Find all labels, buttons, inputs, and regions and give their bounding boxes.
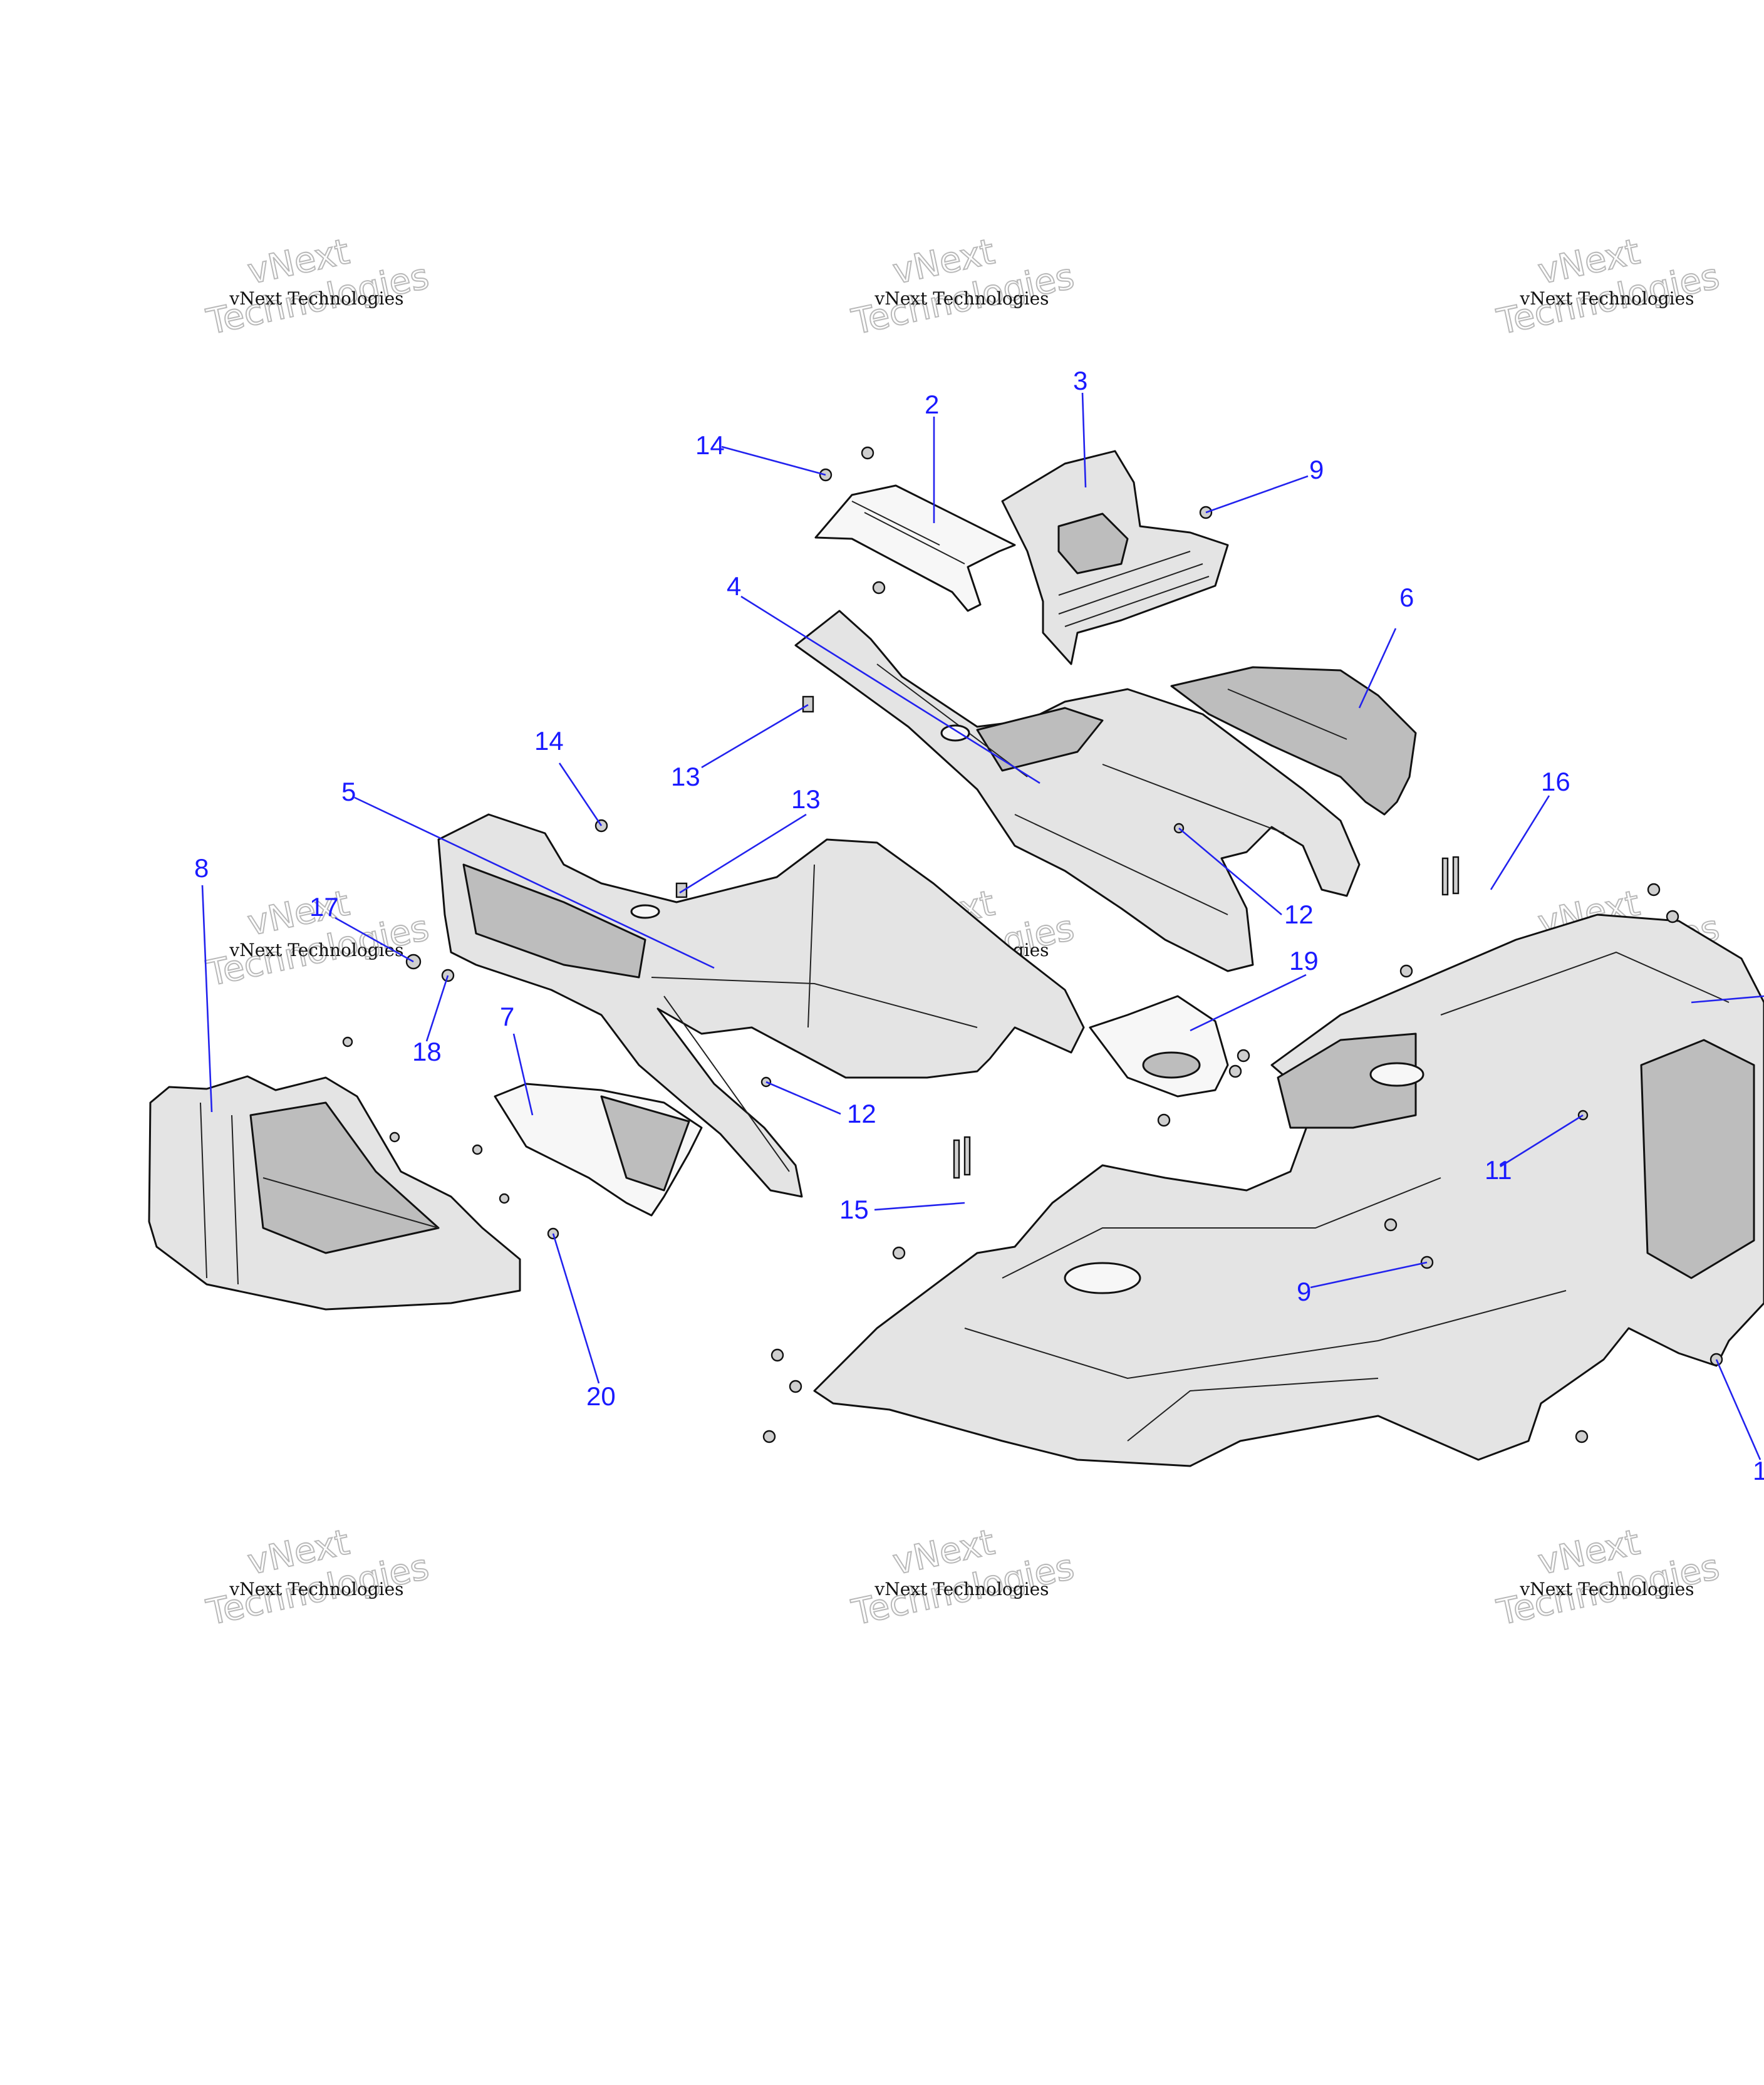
watermark-top-center: vNext Technologies vNext Technologies (848, 231, 1078, 343)
part-8-left-side-panel (148, 1075, 521, 1311)
fastener-right-c (1399, 964, 1413, 978)
callout-4: 4 (727, 571, 741, 601)
callout-3: 3 (1073, 366, 1087, 395)
callout-20: 20 (586, 1381, 616, 1411)
fastener-13-clip-mid (675, 882, 688, 898)
fastener-under-cover (872, 581, 886, 595)
callout-19: 19 (1289, 946, 1319, 975)
callout-14-mid: 14 (534, 726, 564, 756)
callout-labels: 2 3 4 5 6 7 8 9 9 11 12 12 13 13 14 14 1… (194, 366, 1764, 1485)
fastener-body-d (770, 1348, 784, 1362)
fastener-15-pin-a (953, 1139, 960, 1179)
part-6-side-panel (1170, 666, 1417, 816)
callout-18: 18 (412, 1037, 442, 1066)
callout-8: 8 (194, 853, 209, 883)
svg-text:vNext Technologies: vNext Technologies (874, 288, 1049, 309)
part-1-front-body (813, 913, 1764, 1467)
callout-6: 6 (1399, 583, 1414, 612)
callout-9-bottom: 9 (1297, 1277, 1311, 1306)
fastener-15-pin-b (963, 1136, 971, 1176)
svg-text:vNext Technologies: vNext Technologies (874, 1579, 1049, 1599)
watermark-top-left: vNext Technologies vNext Technologies (202, 231, 433, 343)
callout-7: 7 (500, 1002, 514, 1031)
fastener-left-b (389, 1131, 400, 1143)
callout-12-lower: 12 (847, 1099, 876, 1128)
callout-1-bottom-right: 1 (1753, 1456, 1764, 1485)
fastener-left-d (499, 1193, 510, 1204)
fastener-16-pin-b (1452, 856, 1460, 895)
callout-13-top: 13 (671, 762, 700, 791)
watermark-top-right: vNext Technologies vNext Technologies (1493, 231, 1723, 343)
svg-text:vNext Technologies: vNext Technologies (229, 1579, 403, 1599)
fastener-right-b (1666, 910, 1679, 923)
fastener-19-b (1228, 1064, 1242, 1078)
svg-text:vNext Technologies: vNext Technologies (229, 940, 403, 960)
callout-14-top: 14 (695, 430, 725, 460)
watermark-bottom-left: vNext Technologies vNext Technologies (202, 1521, 433, 1634)
fastener-body-a (1157, 1113, 1171, 1127)
part-5-front-upper-panel (437, 813, 1085, 1198)
fastener-body-c (892, 1246, 906, 1260)
fastener-body-f (762, 1430, 776, 1443)
part-2-cover-panel (814, 484, 1016, 612)
fastener-body-e (789, 1380, 802, 1393)
callout-15: 15 (839, 1195, 869, 1224)
callout-11: 11 (1485, 1155, 1512, 1185)
watermark-middle-left: vNext Technologies vNext Technologies (202, 882, 433, 995)
fastener-body-g (1575, 1430, 1589, 1443)
watermark-bottom-right: vNext Technologies vNext Technologies (1493, 1521, 1723, 1634)
callout-12-upper: 12 (1284, 900, 1314, 929)
fastener-left-c (472, 1144, 483, 1155)
part-19-tray (1089, 995, 1229, 1098)
fastener-right-a (1647, 883, 1661, 897)
part-7-shroud (494, 1083, 703, 1217)
callout-2: 2 (925, 390, 939, 419)
svg-text:vNext Technologies: vNext Technologies (229, 288, 403, 309)
callout-9-top: 9 (1309, 455, 1324, 484)
svg-text:vNext Technologies: vNext Technologies (1519, 1579, 1694, 1599)
watermark-bottom-center: vNext Technologies vNext Technologies (848, 1521, 1078, 1634)
part-4-center-panel (794, 610, 1361, 972)
svg-text:vNext Technologies: vNext Technologies (1519, 288, 1694, 309)
fastener-body-b (1384, 1218, 1398, 1232)
fastener-push-pin-top (861, 446, 874, 460)
callout-13-mid: 13 (791, 784, 821, 814)
part-3-grille-bracket (1001, 450, 1229, 665)
leader-lines (201, 392, 1764, 1460)
fastener-left-a (342, 1036, 353, 1048)
fastener-19-a (1237, 1049, 1250, 1063)
fastener-16-pin-a (1441, 857, 1449, 896)
callout-17: 17 (309, 892, 339, 922)
callout-16: 16 (1541, 767, 1570, 796)
callout-5: 5 (341, 777, 356, 806)
fastener-13-clip-top (802, 695, 814, 713)
